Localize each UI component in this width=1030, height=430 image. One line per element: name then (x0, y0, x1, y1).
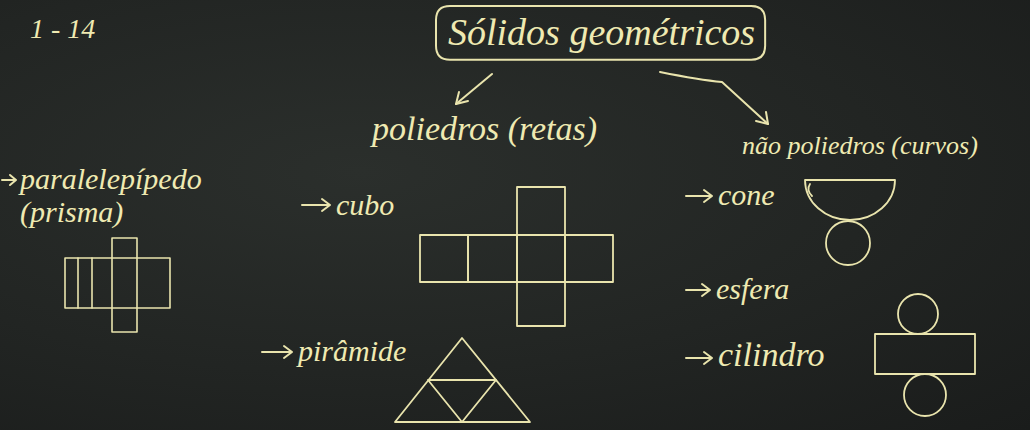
category-heading: não poliedros (curvos) (742, 132, 978, 161)
branch-arrow (660, 72, 768, 124)
board-title: Sólidos geométricos (448, 12, 755, 54)
solid-name: paralelepípedo (prisma) (20, 162, 235, 228)
parallelepiped-net (65, 238, 170, 332)
bullet-arrow (686, 190, 712, 202)
page-numbers: 1 - 14 (30, 14, 95, 45)
cube-net (420, 187, 613, 326)
pyramid-net (395, 338, 530, 422)
solid-name: esfera (716, 272, 789, 305)
bullet-arrow (686, 352, 712, 364)
bullet-arrow (302, 199, 330, 211)
bullet-arrow (2, 175, 16, 185)
bullet-arrow (262, 346, 292, 358)
bullet-arrow (686, 284, 710, 296)
solid-name: cubo (336, 188, 394, 221)
solid-name: cilindro (718, 336, 824, 373)
branch-arrow (456, 74, 492, 104)
cone-net (805, 180, 895, 265)
solid-name: cone (718, 178, 775, 211)
cylinder-net (875, 294, 975, 416)
category-heading: poliedros (retas) (372, 110, 597, 147)
title-outline (436, 6, 765, 60)
solid-name: pirâmide (298, 334, 406, 367)
